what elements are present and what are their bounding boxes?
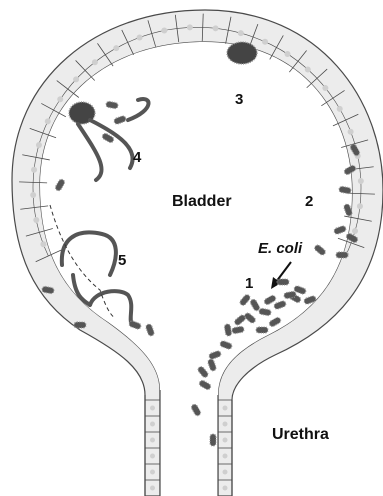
- urethra-cell-nucleus: [223, 470, 228, 475]
- cell-nucleus: [357, 203, 363, 209]
- stage-label-2: 2: [305, 193, 313, 210]
- cell-nucleus: [305, 67, 311, 73]
- cell-nucleus: [187, 24, 193, 30]
- stage-label-5: 5: [118, 252, 126, 269]
- urethra-cell-nucleus: [150, 470, 155, 475]
- cell-nucleus: [73, 76, 79, 82]
- cell-nucleus: [348, 129, 354, 135]
- urethra-cell-nucleus: [150, 438, 155, 443]
- stage-label-4: 4: [133, 149, 142, 166]
- urethra-cell-nucleus: [223, 438, 228, 443]
- cell-nucleus: [40, 241, 46, 247]
- cell-nucleus: [92, 59, 98, 65]
- ecoli-rod: [74, 322, 86, 328]
- cell-nucleus: [161, 28, 167, 34]
- stage-label-1: 1: [245, 275, 253, 292]
- cell-nucleus: [137, 34, 143, 40]
- ecoli-rod: [336, 252, 348, 258]
- cell-nucleus: [285, 51, 291, 57]
- cell-nucleus: [262, 39, 268, 45]
- cell-nucleus: [36, 142, 42, 148]
- cell-nucleus: [57, 96, 63, 102]
- cell-nucleus: [238, 30, 244, 36]
- cell-nucleus: [358, 178, 364, 184]
- urethra-cell-nucleus: [223, 406, 228, 411]
- urethra-cell-nucleus: [150, 454, 155, 459]
- intracellular-bacterial-colony-3: [227, 42, 257, 64]
- urethra-cell-nucleus: [223, 486, 228, 491]
- urethra-cell-nucleus: [150, 486, 155, 491]
- urethra-cell-nucleus: [223, 422, 228, 427]
- cell-nucleus: [31, 167, 37, 173]
- cell-nucleus: [337, 106, 343, 112]
- urethra-cell-nucleus: [150, 422, 155, 427]
- urethra-cell-nucleus: [223, 454, 228, 459]
- cell-nucleus: [45, 118, 51, 124]
- ecoli-label: E. coli: [258, 240, 303, 257]
- urethra-cell-nucleus: [150, 406, 155, 411]
- ecoli-rod: [256, 327, 268, 333]
- cell-nucleus: [113, 45, 119, 51]
- cell-nucleus: [33, 217, 39, 223]
- stage-label-3: 3: [235, 91, 243, 108]
- organ-label-urethra: Urethra: [272, 426, 329, 443]
- cell-nucleus: [352, 228, 358, 234]
- organ-label-bladder: Bladder: [172, 193, 232, 210]
- cell-nucleus: [213, 25, 219, 31]
- ecoli-rod: [277, 279, 289, 285]
- ecoli-rod: [210, 434, 216, 446]
- cell-nucleus: [30, 192, 36, 198]
- cell-nucleus: [322, 85, 328, 91]
